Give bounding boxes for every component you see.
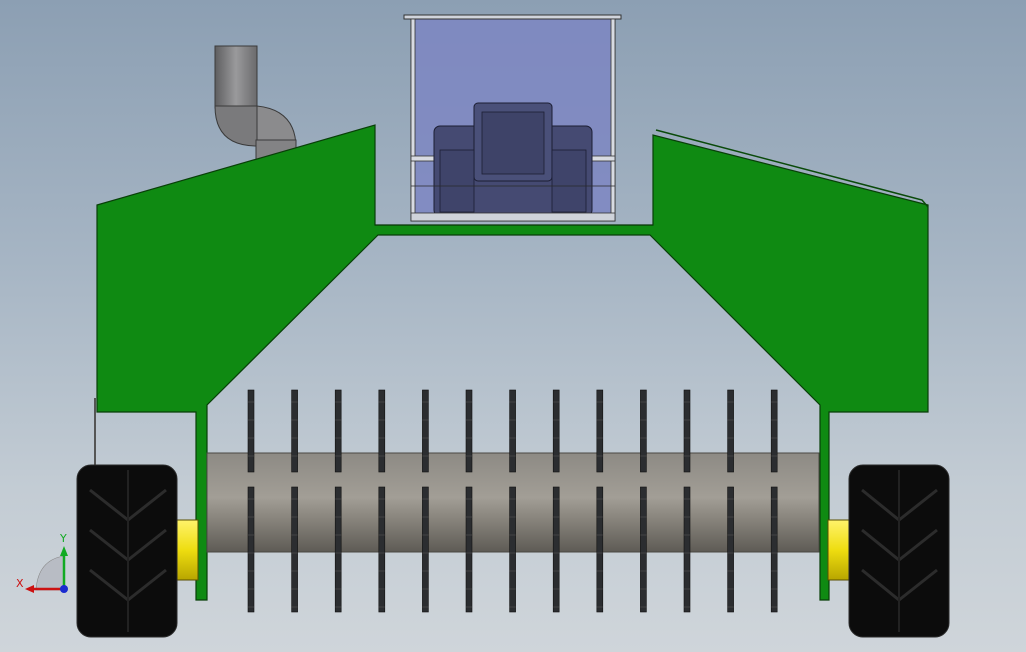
drum-tine [596, 389, 604, 473]
drum-tine [727, 486, 734, 613]
drum-tine [247, 389, 255, 473]
drum-tine [640, 389, 647, 473]
drum-tine [596, 486, 604, 613]
drum-tine [465, 486, 473, 613]
axis-x-label: X [16, 577, 24, 590]
drum-tine [334, 389, 342, 473]
exhaust-pipe [214, 45, 297, 163]
operator-cab [403, 14, 622, 222]
drum-tine [378, 486, 386, 613]
left-axle-hub [175, 519, 199, 581]
drum-tine [683, 486, 691, 613]
right-tire [848, 464, 950, 638]
drum-tine [465, 389, 473, 473]
operator-seat [433, 102, 593, 217]
drum-tine [770, 389, 778, 473]
drum-tine [552, 389, 560, 473]
drum-tine [291, 389, 298, 473]
drum-tines [247, 389, 778, 613]
drum-tine [378, 389, 386, 473]
green-frame [96, 124, 929, 601]
drum-tine [640, 486, 647, 613]
left-tire [76, 464, 178, 638]
drum-tine [422, 389, 429, 473]
drum-tine [247, 486, 255, 613]
drum-tine [552, 486, 560, 613]
drum-tine [291, 486, 298, 613]
drum-tine [509, 389, 516, 473]
drum-tine [683, 389, 691, 473]
axis-triad [25, 546, 68, 593]
drum-tine [509, 486, 516, 613]
axis-y-label: Y [60, 532, 67, 545]
drum-tine [727, 389, 734, 473]
drum-tine [334, 486, 342, 613]
right-axle-hub [827, 519, 851, 581]
drum-tine [770, 486, 778, 613]
drum-tine [422, 486, 429, 613]
